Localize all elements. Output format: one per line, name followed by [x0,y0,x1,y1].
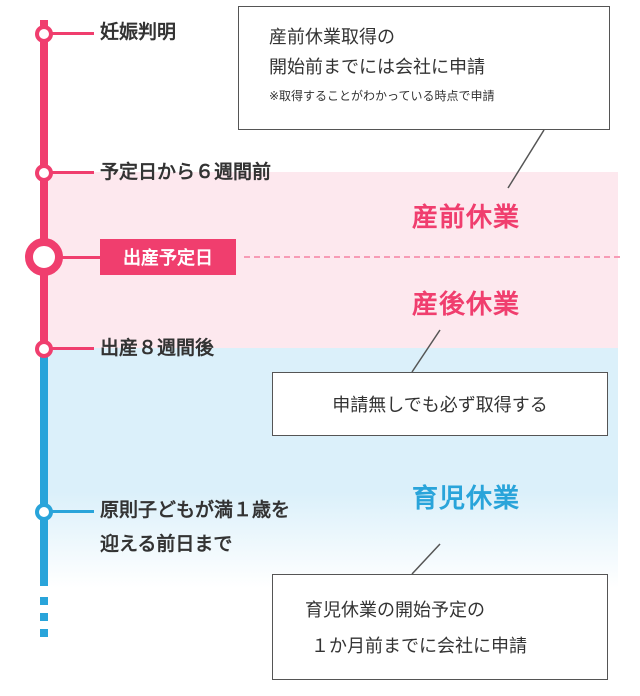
callout-pointer-childcare [411,543,441,575]
callout-childcare-line2: １か月前までに会社に申請 [311,636,527,657]
period-childcare-leave: 育児休業 [412,484,521,514]
milestone-dot-pregnancy [35,25,53,43]
label-due-date: 出産予定日 [100,239,236,275]
tick-due-date [50,256,100,259]
milestone-dot-due-date [25,238,63,276]
callout-prenatal-footnote: ※取得することがわかっている時点で申請 [269,89,495,103]
label-pregnancy: 妊娠判明 [100,21,177,43]
callout-pointer-prenatal [507,129,545,189]
label-eight-weeks-after: 出産８週間後 [100,337,215,359]
timeline-continuation-dash [40,613,48,621]
milestone-dot-six-weeks-before [35,164,53,182]
callout-childcare-line1: 育児休業の開始予定の [305,600,485,621]
label-first-birthday-line2: 迎える前日まで [100,533,233,555]
tick-pregnancy [50,32,94,35]
callout-childcare: 育児休業の開始予定の １か月前までに会社に申請 [272,574,608,680]
timeline-pink-segment [40,20,48,350]
period-postnatal-leave: 産後休業 [412,290,521,320]
tick-eight-weeks-after [50,347,94,350]
timeline-continuation-dash [40,629,48,637]
label-six-weeks-before: 予定日から６週間前 [100,161,272,183]
milestone-dot-eight-weeks-after [35,340,53,358]
due-date-dashed-line [244,256,620,258]
callout-prenatal: 産前休業取得の 開始前までには会社に申請 ※取得することがわかっている時点で申請 [238,6,610,130]
callout-prenatal-line2: 開始前までには会社に申請 [269,57,485,78]
milestone-dot-first-birthday [35,503,53,521]
tick-first-birthday [50,510,94,513]
callout-postnatal: 申請無しでも必ず取得する [272,372,608,436]
callout-prenatal-line1: 産前休業取得の [269,27,395,48]
period-prenatal-leave: 産前休業 [412,203,521,233]
timeline-continuation-dash [40,597,48,605]
callout-pointer-postnatal [411,329,441,373]
label-first-birthday-line1: 原則子どもが満１歳を [100,499,291,521]
tick-six-weeks-before [50,171,94,174]
timeline-blue-segment [40,350,48,586]
